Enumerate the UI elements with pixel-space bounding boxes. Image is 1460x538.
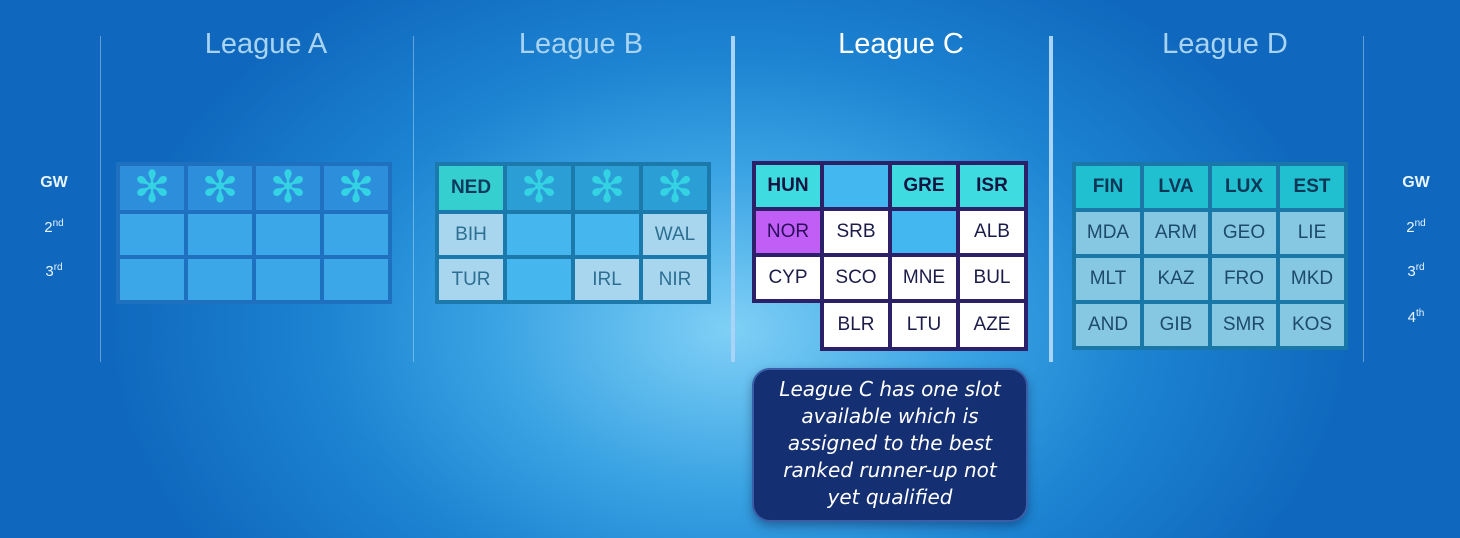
league-b-cell <box>507 214 571 255</box>
league-c-grid: HUN GRE ISR NOR SRB ALB CYP SCO MNE BUL … <box>752 161 1028 351</box>
asterisk-icon: ✻ <box>269 162 307 213</box>
league-d-title: League D <box>1162 28 1288 60</box>
league-c-cell: GRE <box>888 161 960 211</box>
league-b-cell: ✻ <box>507 166 571 210</box>
separator-right <box>1363 36 1364 362</box>
league-a-cell <box>256 259 320 300</box>
league-a-cell: ✻ <box>324 166 388 210</box>
league-d-cell: KAZ <box>1144 258 1208 300</box>
row-label-gw-right: GW <box>1402 174 1430 191</box>
league-c-cell: BUL <box>956 253 1028 303</box>
league-d-cell: AND <box>1076 304 1140 346</box>
separator-a-b <box>413 36 414 362</box>
league-c-cell: ISR <box>956 161 1028 211</box>
league-d-cell: FIN <box>1076 166 1140 208</box>
league-d-cell: MKD <box>1280 258 1344 300</box>
league-d-cell: FRO <box>1212 258 1276 300</box>
league-d-cell: GIB <box>1144 304 1208 346</box>
league-c-cell: SCO <box>820 253 892 303</box>
league-b-cell: NIR <box>643 259 707 300</box>
league-b-cell: WAL <box>643 214 707 255</box>
league-d-cell: SMR <box>1212 304 1276 346</box>
row-label-gw-left: GW <box>40 174 68 191</box>
league-a-cell <box>324 259 388 300</box>
league-c-cell: SRB <box>820 207 892 257</box>
row-label-4th-right: 4th <box>1407 308 1425 326</box>
league-d-cell: EST <box>1280 166 1344 208</box>
league-d-cell: MDA <box>1076 212 1140 254</box>
league-c-title: League C <box>838 28 964 60</box>
asterisk-icon: ✻ <box>656 162 694 213</box>
league-c-cell <box>820 161 892 211</box>
league-d-cell: MLT <box>1076 258 1140 300</box>
league-c-cell: BLR <box>820 299 892 351</box>
league-c-cell: AZE <box>956 299 1028 351</box>
league-b-cell: ✻ <box>575 166 639 210</box>
league-a-cell: ✻ <box>188 166 252 210</box>
league-b-cell: IRL <box>575 259 639 300</box>
asterisk-icon: ✻ <box>201 162 239 213</box>
league-b-cell <box>575 214 639 255</box>
row-label-2nd-left: 2nd <box>44 218 64 236</box>
asterisk-icon: ✻ <box>588 162 626 213</box>
league-d-cell: LVA <box>1144 166 1208 208</box>
league-d-cell: GEO <box>1212 212 1276 254</box>
league-a-cell: ✻ <box>120 166 184 210</box>
league-d-cell: LIE <box>1280 212 1344 254</box>
league-b-title: League B <box>518 28 644 60</box>
league-a-grid: ✻ ✻ ✻ ✻ <box>116 162 392 304</box>
league-a-cell <box>188 214 252 255</box>
separator-c-d <box>1049 36 1053 362</box>
league-c-cell: HUN <box>752 161 824 211</box>
league-c-cell: ALB <box>956 207 1028 257</box>
asterisk-icon: ✻ <box>520 162 558 213</box>
league-d-cell: LUX <box>1212 166 1276 208</box>
league-c-callout: League C has one slot available which is… <box>752 368 1028 522</box>
league-b-cell <box>507 259 571 300</box>
league-a-cell <box>188 259 252 300</box>
league-a-cell <box>324 214 388 255</box>
league-b-cell: NED <box>439 166 503 210</box>
league-a-title: League A <box>204 28 328 60</box>
league-c-cell <box>888 207 960 257</box>
separator-left <box>100 36 101 362</box>
asterisk-icon: ✻ <box>337 162 375 213</box>
league-d-grid: FIN LVA LUX EST MDA ARM GEO LIE MLT KAZ … <box>1072 162 1348 350</box>
league-c-cell: CYP <box>752 253 824 303</box>
league-b-cell: TUR <box>439 259 503 300</box>
separator-b-c <box>731 36 735 362</box>
league-a-cell <box>256 214 320 255</box>
league-d-cell: KOS <box>1280 304 1344 346</box>
league-a-cell <box>120 259 184 300</box>
league-d-cell: ARM <box>1144 212 1208 254</box>
league-c-cell: NOR <box>752 207 824 257</box>
row-label-3rd-left: 3rd <box>45 262 63 280</box>
row-label-3rd-right: 3rd <box>1407 262 1425 280</box>
row-label-2nd-right: 2nd <box>1406 218 1426 236</box>
league-a-cell: ✻ <box>256 166 320 210</box>
asterisk-icon: ✻ <box>133 162 171 213</box>
league-b-grid: NED ✻ ✻ ✻ BIH WAL TUR IRL NIR <box>435 162 711 304</box>
league-a-cell <box>120 214 184 255</box>
league-c-cell: MNE <box>888 253 960 303</box>
league-b-cell: ✻ <box>643 166 707 210</box>
league-b-cell: BIH <box>439 214 503 255</box>
league-c-cell: LTU <box>888 299 960 351</box>
